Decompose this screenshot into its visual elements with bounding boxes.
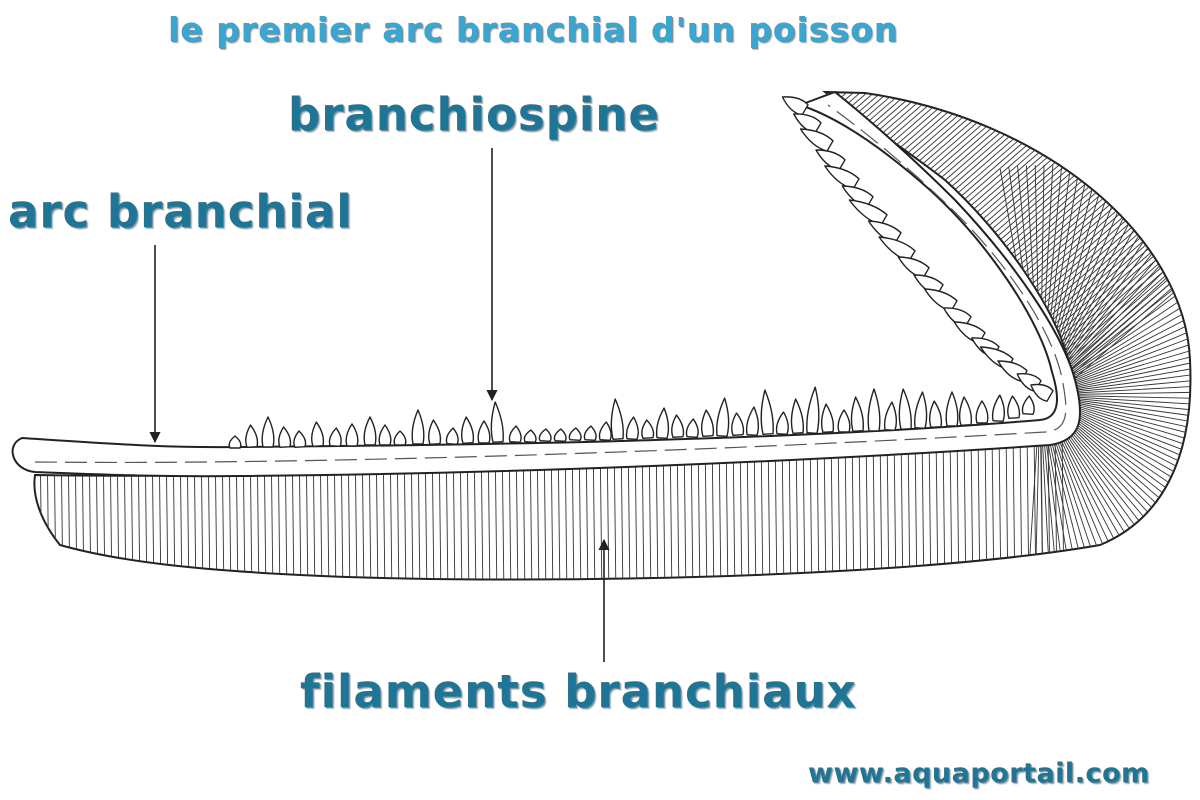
label-branchiospine: branchiospine xyxy=(288,88,660,141)
site-url: www.aquaportail.com xyxy=(808,758,1150,789)
label-filaments-branchiaux: filaments branchiaux xyxy=(300,665,857,718)
gill-rakers xyxy=(228,96,1054,449)
diagram-title: le premier arc branchial d'un poisson xyxy=(168,10,899,49)
arch-inner-line xyxy=(34,104,1067,464)
label-arc-branchial: arc branchial xyxy=(8,185,353,238)
gill-arch-bar xyxy=(11,90,1082,478)
